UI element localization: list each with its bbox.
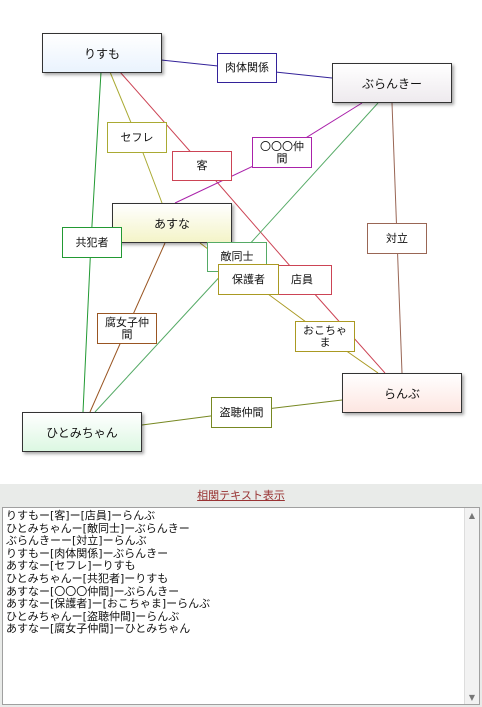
relation-tairitsu[interactable]: 対立 [367,223,427,254]
scroll-up-arrow-icon[interactable]: ▲ [468,510,476,520]
relation-sefure[interactable]: セフレ [107,122,167,153]
relation-text-panel: りすもー[客]ー[店員]ーらんぶ ひとみちゃんー[敵同士]ーぶらんきー ぶらんき… [0,505,482,707]
relation-text-area[interactable]: りすもー[客]ー[店員]ーらんぶ ひとみちゃんー[敵同士]ーぶらんきー ぶらんき… [2,507,480,705]
relation-fujoshi[interactable]: 腐女子仲間 [97,313,157,344]
scroll-down-arrow-icon[interactable]: ▼ [468,692,476,702]
node-risumo[interactable]: りすも [42,33,162,73]
relation-touchou[interactable]: 盗聴仲間 [211,397,272,428]
relation-nakama[interactable]: 〇〇〇仲間 [252,137,312,168]
node-ranbu[interactable]: らんぶ [342,373,462,413]
text-scrollbar[interactable]: ▲ ▼ [464,508,479,704]
relation-text-toggle-link[interactable]: 相関テキスト表示 [197,488,285,502]
relation-okochama[interactable]: おこちゃま [295,321,355,352]
toggle-bar: 相関テキスト表示 [0,484,482,505]
node-hitomi[interactable]: ひとみちゃん [22,412,142,452]
node-buranki[interactable]: ぶらんきー [332,63,452,103]
relation-kyaku[interactable]: 客 [172,151,232,181]
relation-hogosha[interactable]: 保護者 [218,264,279,295]
relation-kyohan[interactable]: 共犯者 [62,227,122,258]
relation-tenin[interactable]: 店員 [272,265,332,295]
relation-nikutai[interactable]: 肉体関係 [217,53,277,83]
node-asuna[interactable]: あすな [112,203,232,243]
relationship-diagram: りすも ぶらんきー あすな らんぶ ひとみちゃん 肉体関係 セフレ 客 〇〇〇仲… [22,33,462,452]
